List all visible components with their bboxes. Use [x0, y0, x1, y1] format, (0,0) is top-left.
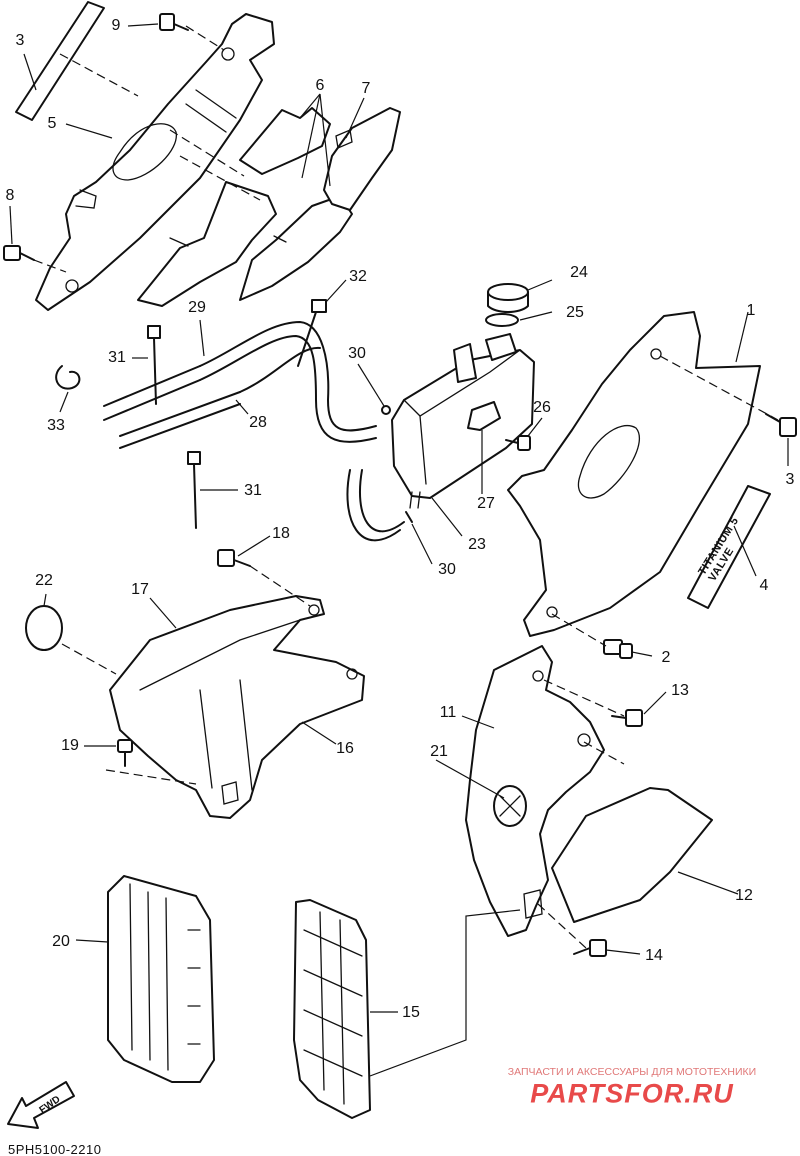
part-8-bolt [3, 245, 35, 261]
callout-20: 20 [52, 933, 70, 950]
watermark-brand: PARTSFOR.RU [530, 1078, 734, 1109]
callout-5: 5 [47, 115, 57, 132]
part-28-29-breather-hoses [103, 321, 405, 542]
callout-27: 27 [477, 495, 495, 512]
callout-9: 9 [111, 17, 121, 34]
callout-14: 14 [645, 947, 663, 964]
part-3-bolt [765, 413, 797, 437]
callout-28: 28 [249, 414, 267, 431]
callout-23: 23 [468, 536, 486, 553]
callout-25: 25 [566, 304, 584, 321]
part-18-bolt [217, 549, 251, 567]
part-26-bolt [505, 435, 531, 451]
callout-11: 11 [439, 704, 457, 721]
callout-17: 17 [131, 581, 149, 598]
callout-24: 24 [570, 264, 588, 281]
part-24-tank-cap [487, 283, 529, 313]
part-10-decal-strip [15, 1, 105, 121]
part-23-reservoir-tank [391, 333, 535, 509]
callout-8: 8 [5, 187, 15, 204]
callout-7: 7 [361, 80, 371, 97]
callout-18: 18 [272, 525, 290, 542]
callout-30-lower: 30 [438, 561, 456, 578]
part-2-bolt [603, 639, 633, 659]
part-4-decal [687, 485, 771, 609]
callout-21: 21 [430, 743, 448, 760]
leader-lines [9, 23, 789, 1013]
callout-3: 3 [785, 471, 795, 488]
diagram-code: 5PH5100-2210 [8, 1142, 102, 1156]
callout-12: 12 [735, 887, 753, 904]
part-6-foam-sheets [137, 107, 353, 307]
part-27-bracket [467, 401, 501, 431]
part-1-right-side-cover [507, 311, 761, 637]
callout-26: 26 [533, 399, 551, 416]
part-20-radiator-louver [107, 875, 215, 1083]
callout-15: 15 [402, 1004, 420, 1021]
callout-30-upper: 30 [348, 345, 366, 362]
part-33-clip [55, 365, 81, 390]
part-32-clamp [297, 299, 327, 367]
part-15-radiator-grill [293, 899, 371, 1119]
callout-4: 4 [759, 577, 769, 594]
callout-31-upper: 31 [108, 349, 126, 366]
part-14-bolt [573, 939, 607, 957]
part-7-foam-sheet [323, 107, 401, 211]
part-25-gasket [485, 313, 519, 327]
part-9-bolt [159, 13, 189, 31]
callout-29: 29 [188, 299, 206, 316]
callout-13: 13 [671, 682, 689, 699]
part-30-hose-clips [381, 405, 413, 523]
callout-22: 22 [35, 572, 53, 589]
watermark-tagline: ЗАПЧАСТИ И АКСЕССУАРЫ ДЛЯ МОТОТЕХНИКИ [507, 1066, 757, 1078]
part-31-cable-ties [147, 325, 201, 529]
callout-33: 33 [47, 417, 65, 434]
fwd-arrow [7, 1081, 75, 1129]
callout-6: 6 [315, 77, 325, 94]
part-11-radiator-shroud [465, 645, 605, 937]
callout-2: 2 [661, 649, 671, 666]
part-5-left-side-cover [35, 13, 275, 311]
callout-32: 32 [349, 268, 367, 285]
assembly-dash-lines [33, 25, 779, 1077]
callout-31-lower: 31 [244, 482, 262, 499]
part-17-radiator-shroud [109, 595, 365, 819]
callout-1: 1 [746, 302, 756, 319]
part-12-shroud-panel [551, 787, 713, 923]
callout-10: 3 [15, 32, 25, 49]
part-22-emblem-disc [25, 605, 63, 651]
part-19-bolt [117, 739, 133, 767]
callout-16: 16 [336, 740, 354, 757]
callout-19: 19 [61, 737, 79, 754]
part-13-bolt [611, 709, 643, 727]
